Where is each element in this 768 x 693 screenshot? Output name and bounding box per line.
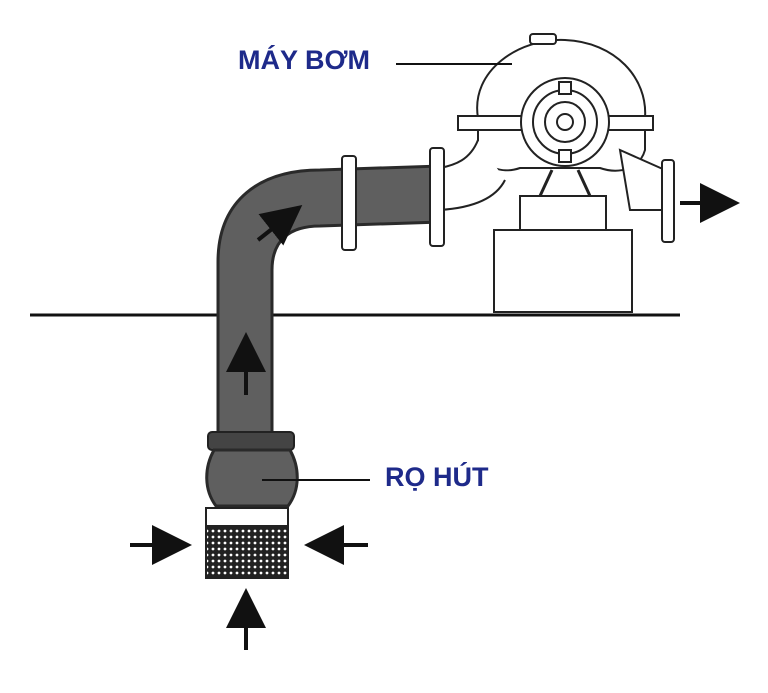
pipe-flange-2	[429, 147, 445, 247]
pump-label: MÁY BƠM	[238, 45, 371, 75]
pipe-flange-1	[341, 155, 357, 251]
strainer-flange	[207, 431, 295, 451]
suction-pipe	[216, 164, 442, 442]
strainer-body	[205, 448, 299, 508]
discharge-flange	[661, 159, 675, 243]
pump-mount	[519, 195, 607, 231]
pump	[439, 33, 666, 212]
pump-base	[493, 229, 633, 313]
strainer-mesh	[205, 507, 289, 579]
flow-arrow-elbow	[256, 205, 303, 246]
strainer-label: RỌ HÚT	[385, 462, 489, 492]
